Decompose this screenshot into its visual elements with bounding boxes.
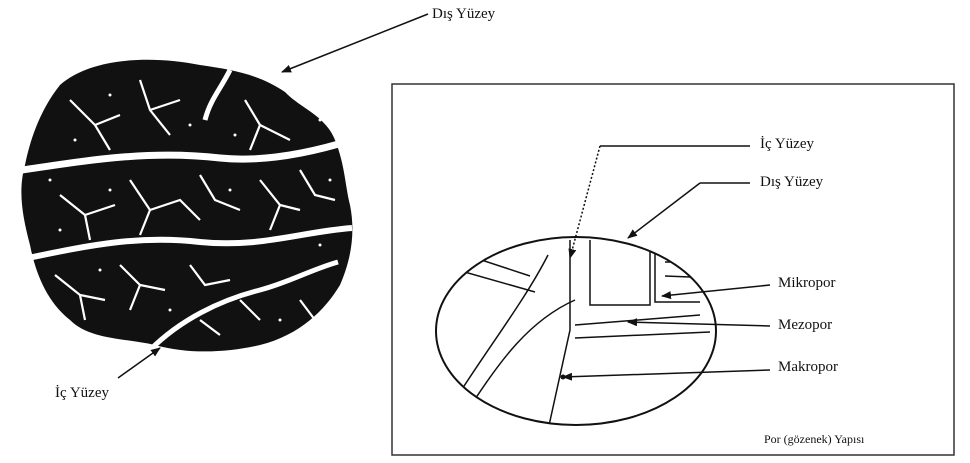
micropore-label: Mikropor [778,275,836,292]
pore-inner-surface-label: İç Yüzey [760,136,814,153]
macropore-label: Makropor [778,359,838,376]
inner-surface-arrow [118,348,160,378]
pore-structure-caption: Por (gözenek) Yapısı [764,432,864,447]
outer-surface-arrow [282,14,428,72]
pore-magnification-circle [436,237,716,425]
pore-outer-surface-label: Dış Yüzey [760,174,823,191]
inner-surface-label: İç Yüzey [55,385,109,402]
porous-particle [21,60,352,352]
macropore-dot [561,375,566,380]
mesopore-label: Mezopor [778,317,832,334]
outer-surface-label: Dış Yüzey [432,6,495,23]
